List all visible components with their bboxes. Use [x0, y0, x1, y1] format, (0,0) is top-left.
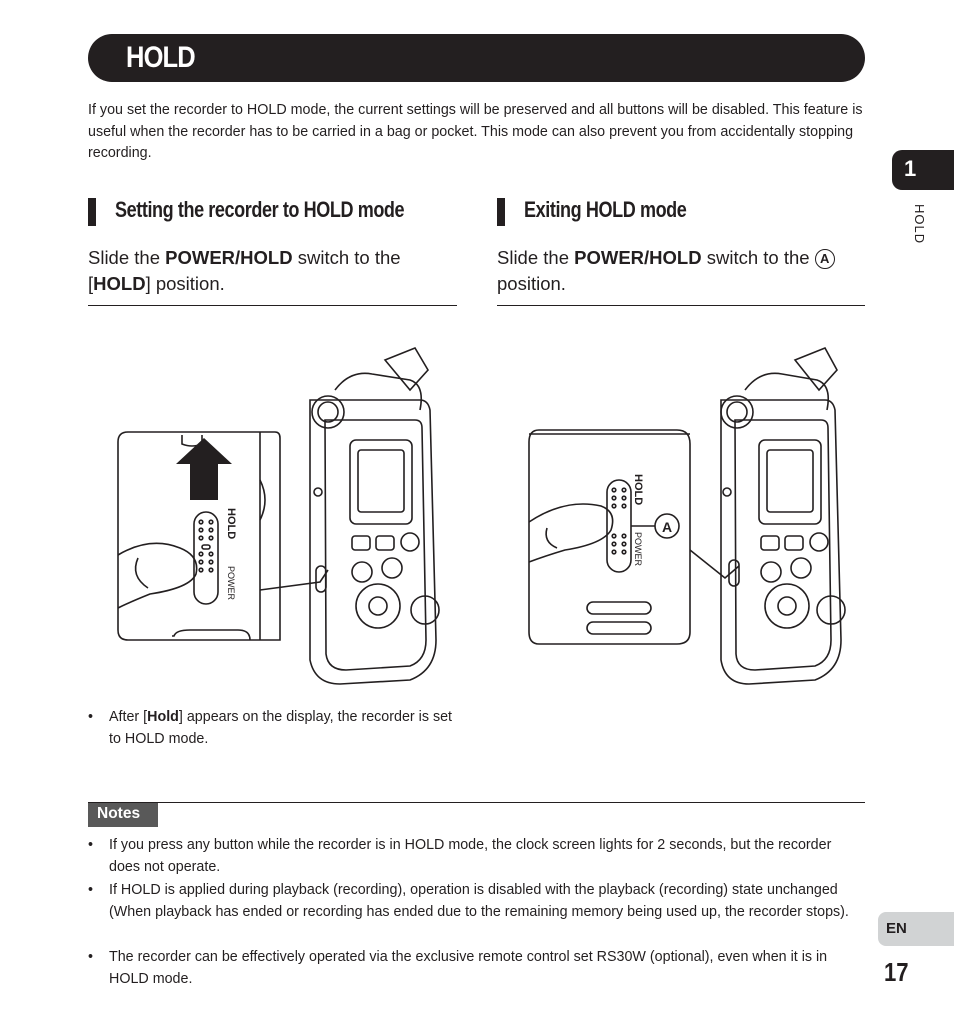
instr-text: switch to the [ [88, 247, 401, 294]
instr-text: Slide the [88, 247, 166, 268]
slide-up-arrow-icon [176, 438, 232, 500]
notes-divider [88, 802, 865, 803]
recorder-body [309, 399, 437, 685]
zoom-panel [528, 429, 691, 645]
bullet-icon: • [88, 882, 94, 898]
screen [349, 439, 413, 525]
left-rule [88, 305, 457, 306]
note-text: After [Hold] appears on the display, the… [109, 706, 453, 750]
right-instruction: Slide the POWER/HOLD switch to the A pos… [497, 245, 867, 297]
nav-pad [764, 583, 810, 629]
note-text-part: ] appears on the display, the recorder i… [109, 709, 453, 747]
instr-bold: / [644, 247, 650, 268]
instr-text: position. [497, 273, 566, 294]
instr-bold: HOLD [649, 247, 702, 268]
chapter-number: 1 [904, 156, 917, 181]
notes-item: • If HOLD is applied during playback (re… [88, 879, 868, 945]
note-bold: Hold [147, 709, 179, 725]
notes-item: • If you press any button while the reco… [88, 834, 868, 878]
antenna-mic [793, 346, 838, 392]
notes-label: Notes [97, 805, 141, 822]
antenna-mic [383, 347, 429, 392]
nav-pad [355, 583, 401, 629]
hold-illustration: HOLD POWER [117, 347, 440, 685]
instr-bold: HOLD [240, 247, 293, 268]
language-label: EN [886, 920, 907, 937]
side-section-label: HOLD [912, 204, 927, 245]
hold-switch [606, 479, 632, 573]
page-number: 17 [884, 957, 909, 987]
screen [758, 439, 822, 525]
instr-bold: POWER [165, 247, 236, 268]
switch-power-label: POWER [226, 566, 236, 601]
exit-hold-illustration: A HOLD POWER [528, 346, 846, 685]
left-heading-text: Setting the recorder to HOLD mode [115, 197, 405, 222]
hold-switch [193, 511, 219, 605]
instr-text: Slide the [497, 247, 575, 268]
recorder-body [720, 399, 842, 685]
note-text-part: After [ [109, 709, 148, 725]
hold-display-note: • After [Hold] appears on the display, t… [88, 706, 453, 752]
switch-hold-label: HOLD [632, 474, 644, 505]
left-instruction: Slide the POWER/HOLD switch to the [HOLD… [88, 245, 458, 297]
chapter-tab: 1 [892, 150, 954, 190]
instr-text: switch to the [701, 247, 815, 268]
instr-bold: / [235, 247, 241, 268]
bullet-icon: • [88, 949, 94, 965]
notes-item: • The recorder can be effectively operat… [88, 946, 868, 990]
language-tab: EN [878, 912, 954, 946]
bullet-icon: • [88, 709, 94, 725]
instr-bold: POWER [574, 247, 645, 268]
marker-a-icon [654, 513, 680, 539]
heading-bar [497, 198, 505, 226]
switch-power-label: POWER [633, 532, 643, 567]
marker-a-icon: A [814, 249, 835, 269]
notes-label-box: Notes [88, 803, 158, 827]
figure-marker-a: A [662, 519, 672, 535]
notes-item-text: The recorder can be effectively operated… [109, 949, 828, 987]
notes-item-text: If you press any button while the record… [109, 837, 832, 875]
zoom-panel [117, 431, 281, 641]
notes-item-text: If HOLD is applied during playback (reco… [109, 882, 849, 920]
instr-text: ] position. [145, 273, 225, 294]
page-title: HOLD [126, 41, 196, 74]
bullet-icon: • [88, 837, 94, 853]
right-heading-text: Exiting HOLD mode [524, 197, 687, 222]
heading-bar [88, 198, 96, 226]
intro-paragraph: If you set the recorder to HOLD mode, th… [88, 102, 863, 161]
title-banner: HOLD [88, 34, 865, 82]
right-rule [497, 305, 865, 306]
instr-bold: HOLD [93, 273, 146, 294]
switch-hold-label: HOLD [225, 508, 237, 539]
